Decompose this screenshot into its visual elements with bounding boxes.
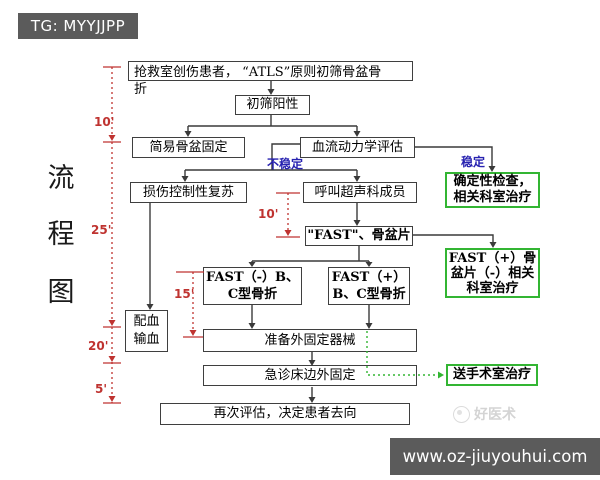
website-banner: www.oz-jiuyouhui.com	[390, 438, 600, 475]
flow-node-definitive-care: 确定性检查， 相关科室治疗	[445, 172, 540, 208]
flow-node-simple-pelvic-fixation: 简易骨盆固定	[132, 137, 245, 158]
split-fastxr-to-fastneg-fastpos	[251, 246, 370, 263]
flow-node-fast-pelvic-xray: "FAST"、骨盆片	[305, 226, 413, 246]
timeline-label-25min: 25'	[91, 223, 112, 237]
flow-node-screen-positive: 初筛阳性	[235, 95, 310, 115]
flow-node-bedside-external-fixation: 急诊床边外固定	[203, 365, 417, 386]
flow-node-hemodynamic-assessment: 血流动力学评估	[300, 137, 415, 158]
mid-timeline-15-ticks	[176, 271, 204, 338]
condition-label-unstable: 不稳定	[267, 157, 304, 171]
diagram-title-char: 流	[47, 163, 75, 194]
condition-label-stable: 稳定	[461, 155, 486, 169]
flow-node-call-ultrasound: 呼叫超声科成员	[303, 182, 417, 203]
flow-node-fast-positive: FAST（+） B、C型骨折	[328, 267, 410, 305]
flow-node-reassess: 再次评估，决定患者去向	[160, 403, 410, 425]
diagram-title-char: 图	[47, 277, 75, 308]
timeline-label-mid-15min: 15'	[174, 287, 195, 301]
split-screen-to-fix-hemo	[187, 115, 358, 132]
timeline-label-10min: 10'	[94, 115, 115, 129]
red-timeline-lines	[103, 66, 300, 404]
watermark: 好医术	[453, 404, 516, 424]
timeline-label-5min: 5'	[95, 382, 108, 396]
website-url: www.oz-jiuyouhui.com	[402, 447, 588, 466]
flow-node-fast-negative: FAST（-）B、 C型骨折	[203, 267, 302, 305]
tag-text: TG: MYYJJPP	[30, 17, 126, 35]
timeline-label-mid-10min: 10'	[258, 207, 279, 221]
diagram-title-char: 程	[47, 219, 75, 250]
flow-node-start: 抢救室创伤患者， “ATLS”原则初筛骨盆骨 折	[128, 61, 413, 97]
haoyishu-logo-icon	[453, 405, 470, 423]
timeline-label-20min: 20'	[88, 339, 109, 353]
watermark-tag-banner: TG: MYYJJPP	[18, 13, 138, 39]
flow-node-prepare-external-fixator: 准备外固定器械	[203, 329, 417, 352]
flow-node-to-operating-room: 送手术室治疗	[446, 364, 538, 386]
arrow-fastxr-to-green	[413, 234, 494, 243]
flow-node-damage-control-resuscitation: 损伤控制性复苏	[130, 182, 247, 203]
flow-node-blood-transfusion: 配血 输血	[125, 310, 168, 352]
mid-timeline-10-ticks	[276, 192, 300, 238]
watermark-text: 好医术	[474, 407, 516, 423]
flow-node-fast-positive-xray-negative: FAST（+）骨 盆片（-）相关 科室治疗	[445, 248, 540, 298]
